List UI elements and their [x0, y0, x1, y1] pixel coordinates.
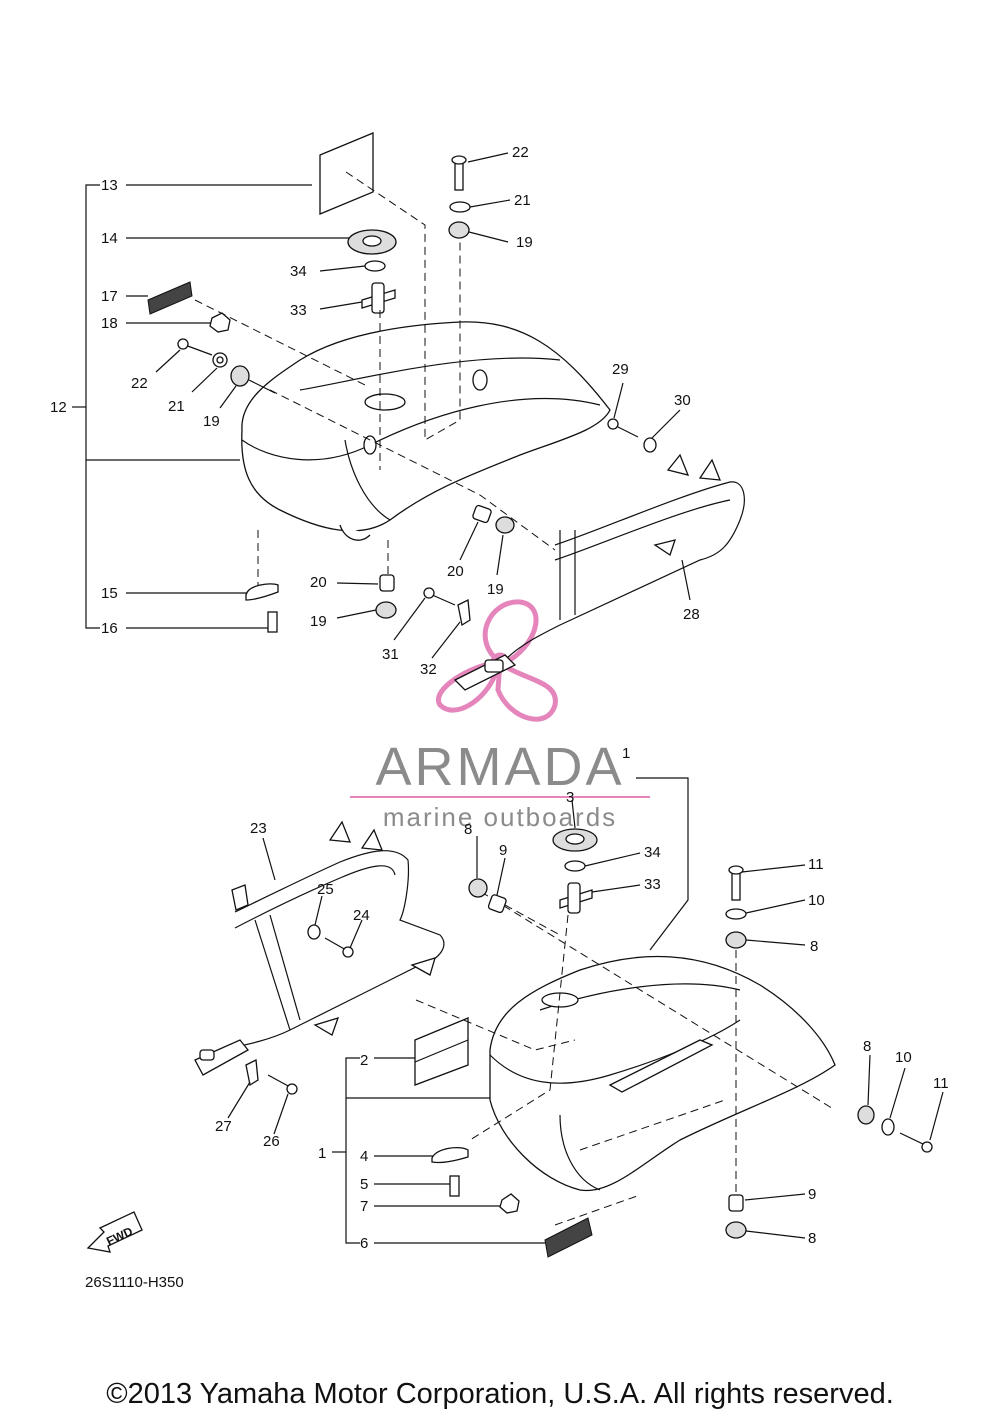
callout-17: 17: [101, 288, 118, 305]
callout-27: 27: [215, 1118, 232, 1135]
callout-22-top: 22: [512, 144, 529, 161]
callout-33-top: 33: [290, 302, 307, 319]
callout-21-top: 21: [514, 192, 531, 209]
callout-1: 1: [318, 1145, 326, 1162]
callout-8-bottom: 8: [808, 1230, 816, 1247]
callout-8-right: 8: [863, 1038, 871, 1055]
fwd-arrow-icon: FWD: [86, 1211, 143, 1253]
callout-5: 5: [360, 1176, 368, 1193]
callout-4: 4: [360, 1148, 368, 1165]
callout-21-left: 21: [168, 398, 185, 415]
callout-16: 16: [101, 620, 118, 637]
callout-leaders: [155, 152, 944, 1239]
callout-3: 3: [566, 789, 574, 806]
callout-14: 14: [101, 230, 118, 247]
callout-numbers: 13 14 17 18 12 15 16 22 21 19 34 33 22 2…: [50, 144, 949, 1252]
callout-6: 6: [360, 1235, 368, 1252]
callout-13: 13: [101, 177, 118, 194]
callout-11-top: 11: [808, 856, 824, 873]
callout-1-top: 1: [622, 745, 630, 762]
callout-20-bottom: 20: [310, 574, 327, 591]
callout-18: 18: [101, 315, 118, 332]
watermark-brand: ARMADA: [375, 737, 624, 797]
callout-9-bottom: 9: [808, 1186, 816, 1203]
callout-32: 32: [420, 661, 437, 678]
callout-19-right: 19: [487, 581, 504, 598]
callout-34-top: 34: [290, 263, 307, 280]
callout-25: 25: [317, 881, 334, 898]
callout-10-right: 10: [895, 1049, 912, 1066]
callout-31: 31: [382, 646, 399, 663]
armada-watermark: ARMADA marine outboards: [350, 599, 650, 832]
callout-8-left: 8: [464, 821, 472, 838]
callout-26: 26: [263, 1133, 280, 1150]
callout-23: 23: [250, 820, 267, 837]
bottom-saddlebag-assembly: [194, 777, 933, 1258]
callout-22-left: 22: [131, 375, 148, 392]
callout-8-top: 8: [810, 938, 818, 955]
callout-19-left: 19: [203, 413, 220, 430]
callout-9-left: 9: [499, 842, 507, 859]
callout-30: 30: [674, 392, 691, 409]
copyright-notice: ©2013 Yamaha Motor Corporation, U.S.A. A…: [106, 1378, 894, 1410]
callout-24: 24: [353, 907, 370, 924]
callout-19-bottom: 19: [310, 613, 327, 630]
callout-15: 15: [101, 585, 118, 602]
screw-22-left: [177, 338, 213, 356]
callout-12: 12: [50, 399, 67, 416]
watermark-tagline: marine outboards: [383, 802, 617, 832]
callout-10-top: 10: [808, 892, 825, 909]
callout-28: 28: [683, 606, 700, 623]
callout-20-right: 20: [447, 563, 464, 580]
callout-34-bottom: 34: [644, 844, 661, 861]
callout-11-right: 11: [933, 1075, 949, 1092]
diagram-code: 26S1110-H350: [85, 1274, 184, 1291]
callout-19-top: 19: [516, 234, 533, 251]
top-saddlebag-assembly: [72, 132, 745, 691]
callout-29: 29: [612, 361, 629, 378]
callout-33-bottom: 33: [644, 876, 661, 893]
callout-7: 7: [360, 1198, 368, 1215]
callout-2: 2: [360, 1052, 368, 1069]
